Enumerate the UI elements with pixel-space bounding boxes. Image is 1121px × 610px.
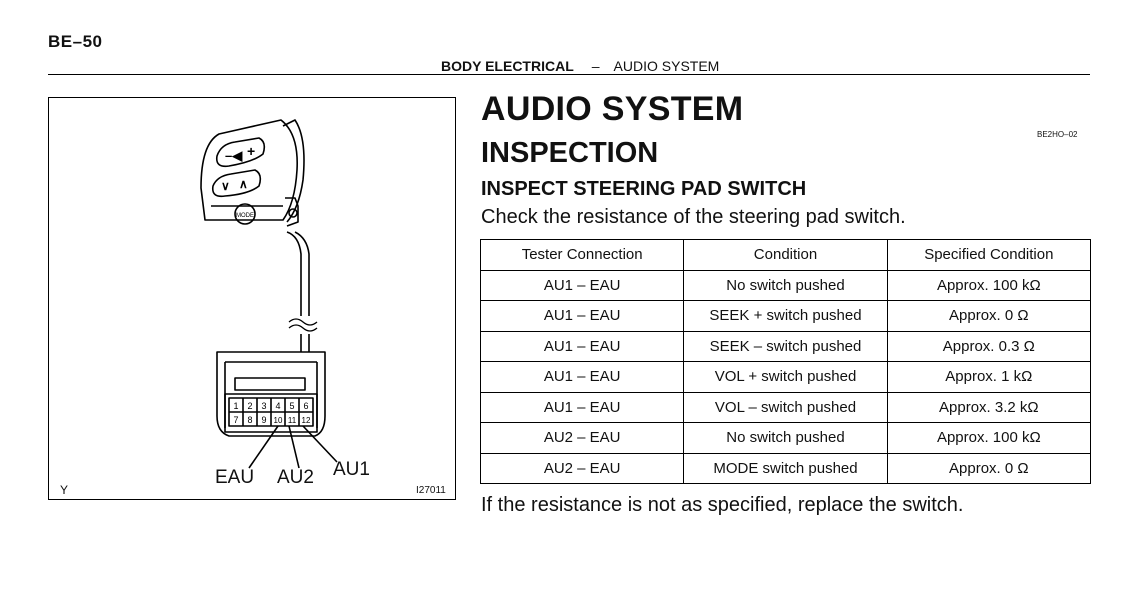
column-header-condition: Condition: [683, 239, 888, 271]
cell-tester-connection: AU2 – EAU: [479, 452, 685, 484]
pin-number: 9: [261, 415, 266, 425]
cell-condition: MODE switch pushed: [683, 452, 888, 484]
figure-corner-mark: Y: [60, 483, 69, 497]
page-title: AUDIO SYSTEM: [481, 90, 744, 128]
header-separator: –: [591, 58, 600, 74]
table-row: AU1 – EAU SEEK – switch pushed Approx. 0…: [479, 330, 1092, 362]
switch-diagram: –◀ + ∨ ∧ MODE 1 2 3 4 5 6 7 8 9 10 11 12: [200, 119, 338, 469]
mode-button-label: MODE: [236, 213, 254, 219]
pin-number: 8: [247, 415, 252, 425]
table-row: AU1 – EAU VOL – switch pushed Approx. 3.…: [479, 391, 1092, 423]
column-header-tester-connection: Tester Connection: [479, 239, 685, 271]
pin-number: 6: [303, 401, 308, 411]
pin-number: 5: [289, 401, 294, 411]
cell-specified-condition: Approx. 0 Ω: [886, 452, 1092, 484]
mode-button-shape: [234, 203, 256, 225]
cell-condition: VOL – switch pushed: [683, 391, 888, 423]
pin-number: 3: [261, 401, 266, 411]
vol-plus-glyph: +: [247, 143, 255, 159]
seek-up-glyph: ∧: [239, 177, 248, 191]
procedure-heading: INSPECT STEERING PAD SWITCH: [481, 178, 807, 200]
illustration-id: I27011: [416, 485, 446, 496]
pin-number: 12: [302, 416, 311, 425]
cell-condition: No switch pushed: [683, 422, 888, 454]
vol-button-shape: [215, 137, 266, 168]
cell-tester-connection: AU2 – EAU: [479, 422, 685, 454]
cell-tester-connection: AU1 – EAU: [479, 269, 685, 301]
wire-harness: [286, 231, 302, 316]
switch-pad-body: [200, 119, 298, 221]
table-row: AU1 – EAU SEEK + switch pushed Approx. 0…: [479, 300, 1092, 332]
terminal-label-au2: AU2: [277, 467, 314, 488]
terminal-label-eau: EAU: [215, 467, 255, 488]
table-row: AU2 – EAU No switch pushed Approx. 100 k…: [479, 422, 1092, 454]
cell-specified-condition: Approx. 3.2 kΩ: [886, 391, 1092, 423]
column-header-specified-condition: Specified Condition: [886, 239, 1092, 271]
cell-specified-condition: Approx. 100 kΩ: [886, 422, 1092, 454]
table-row: AU1 – EAU No switch pushed Approx. 100 k…: [479, 269, 1092, 301]
header-rule: [48, 74, 1090, 75]
pin-number: 10: [274, 416, 283, 425]
cell-tester-connection: AU1 – EAU: [479, 300, 685, 332]
cell-specified-condition: Approx. 100 kΩ: [886, 269, 1092, 301]
vol-minus-glyph: –◀: [225, 148, 243, 163]
cell-condition: No switch pushed: [683, 269, 888, 301]
instruction-text: Check the resistance of the steering pad…: [481, 206, 906, 228]
header-subsection: AUDIO SYSTEM: [613, 58, 720, 74]
header-section: BODY ELECTRICAL: [441, 58, 574, 74]
pin-number: 7: [233, 415, 238, 425]
pin-number: 2: [247, 401, 252, 411]
steering-pad-switch-illustration: –◀ + ∨ ∧ MODE 1 2 3 4 5 6 7 8 9 10 11 12…: [48, 97, 456, 500]
cell-specified-condition: Approx. 0 Ω: [886, 300, 1092, 332]
terminal-label-au1: AU1: [333, 459, 370, 480]
leader-eau: [248, 425, 279, 469]
cell-tester-connection: AU1 – EAU: [479, 391, 685, 423]
leader-au1: [302, 425, 338, 463]
mounting-tab: [285, 197, 299, 227]
cell-condition: VOL + switch pushed: [683, 361, 888, 393]
table-row: AU2 – EAU MODE switch pushed Approx. 0 Ω: [479, 452, 1092, 484]
seek-down-glyph: ∨: [221, 179, 230, 193]
table-row: AU1 – EAU VOL + switch pushed Approx. 1 …: [479, 361, 1092, 393]
cell-condition: SEEK – switch pushed: [683, 330, 888, 362]
seek-button-shape: [211, 169, 262, 198]
leader-au2: [288, 425, 300, 469]
cell-tester-connection: AU1 – EAU: [479, 361, 685, 393]
cell-tester-connection: AU1 – EAU: [479, 330, 685, 362]
cell-specified-condition: Approx. 0.3 Ω: [886, 330, 1092, 362]
pin-number: 11: [288, 416, 297, 425]
cell-condition: SEEK + switch pushed: [683, 300, 888, 332]
section-title: INSPECTION: [481, 137, 659, 169]
resistance-spec-table: Tester Connection Condition Specified Co…: [479, 239, 1092, 484]
pin-number: 1: [233, 401, 238, 411]
page-number: BE–50: [48, 32, 103, 51]
connector-body: [216, 351, 326, 437]
pin-number: 4: [275, 401, 280, 411]
switch-pad-back: [282, 119, 305, 223]
replacement-instruction: If the resistance is not as specified, r…: [481, 494, 964, 516]
table-header-row: Tester Connection Condition Specified Co…: [479, 239, 1092, 271]
document-code: BE2HO–02: [1037, 130, 1078, 139]
cell-specified-condition: Approx. 1 kΩ: [886, 361, 1092, 393]
